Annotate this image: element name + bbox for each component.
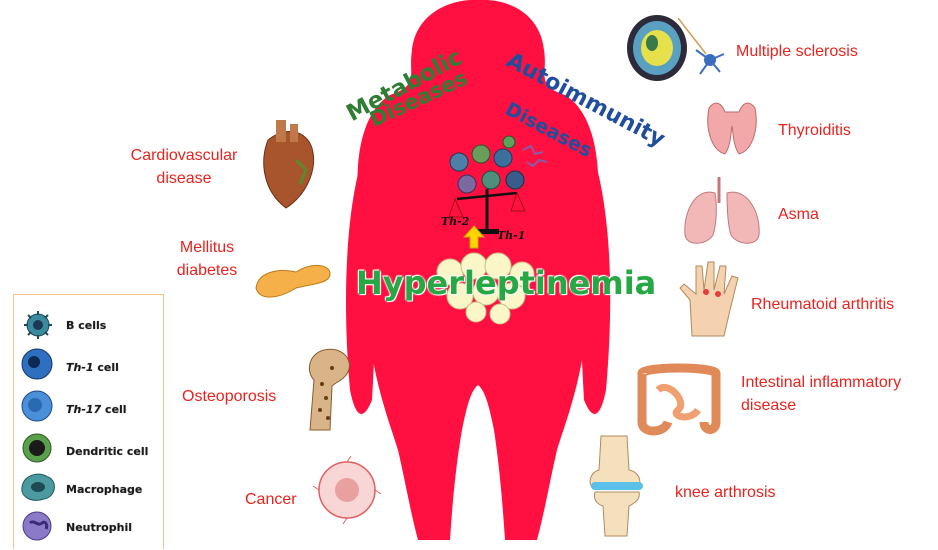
legend-th1-suffix: cell bbox=[94, 361, 119, 374]
knee-arthrosis-label: knee arthrosis bbox=[675, 483, 776, 502]
rheumatoid-arthritis-label: Rheumatoid arthritis bbox=[751, 295, 894, 314]
osteoporosis-label: Osteoporosis bbox=[182, 387, 276, 406]
cardio-line1: Cardiovascular bbox=[124, 146, 244, 165]
th17-cell-icon bbox=[20, 389, 56, 423]
dendritic-cell-icon bbox=[20, 431, 56, 465]
legend-dendritic-cell: Dendritic cell bbox=[66, 445, 148, 458]
legend-neutrophil: Neutrophil bbox=[66, 521, 132, 534]
legend-b-cells: B cells bbox=[66, 319, 106, 332]
hand-icon bbox=[672, 258, 742, 338]
neutrophil-icon bbox=[20, 509, 56, 543]
cancer-cell-icon bbox=[313, 456, 381, 524]
bone-icon bbox=[296, 344, 358, 434]
thyroiditis-label: Thyroiditis bbox=[778, 121, 851, 140]
th1-cell-icon bbox=[20, 347, 56, 381]
neuron-icon bbox=[678, 18, 728, 78]
legend-th17-suffix: cell bbox=[101, 403, 126, 416]
hyperleptinemia-title: Hyperleptinemia bbox=[356, 264, 656, 302]
multiple-sclerosis-label: Multiple sclerosis bbox=[736, 42, 858, 61]
legend-th1-prefix: Th-1 bbox=[66, 361, 94, 374]
knee-joint-icon bbox=[583, 436, 655, 536]
legend-th17-prefix: Th-17 bbox=[66, 403, 101, 416]
legend-th17-cell: Th-17 cell bbox=[66, 403, 127, 416]
cardio-line2: disease bbox=[124, 169, 244, 188]
ibd-line2: disease bbox=[741, 396, 901, 415]
macrophage-icon bbox=[18, 469, 58, 503]
lungs-icon bbox=[681, 173, 765, 249]
cell-legend: B cells Th-1 cell Th-17 cell Dendritic c… bbox=[13, 294, 164, 549]
legend-th1-cell: Th-1 cell bbox=[66, 361, 119, 374]
diabetes-line1: Mellitus bbox=[164, 238, 250, 257]
b-cell-icon bbox=[20, 309, 56, 341]
cancer-label: Cancer bbox=[245, 490, 297, 509]
legend-macrophage: Macrophage bbox=[66, 483, 142, 496]
pancreas-icon bbox=[250, 258, 334, 302]
diabetes-line2: diabetes bbox=[164, 261, 250, 280]
heart-icon bbox=[256, 120, 320, 210]
ibd-label: Intestinal inflammatory disease bbox=[741, 373, 901, 415]
cardiovascular-label: Cardiovascular disease bbox=[124, 146, 244, 188]
ibd-line1: Intestinal inflammatory bbox=[741, 373, 901, 392]
asma-label: Asma bbox=[778, 205, 819, 224]
diabetes-label: Mellitus diabetes bbox=[164, 238, 250, 280]
thyroid-icon bbox=[703, 98, 761, 160]
up-arrow-icon bbox=[464, 226, 484, 248]
balance-th1-label: Th-1 bbox=[497, 229, 525, 242]
